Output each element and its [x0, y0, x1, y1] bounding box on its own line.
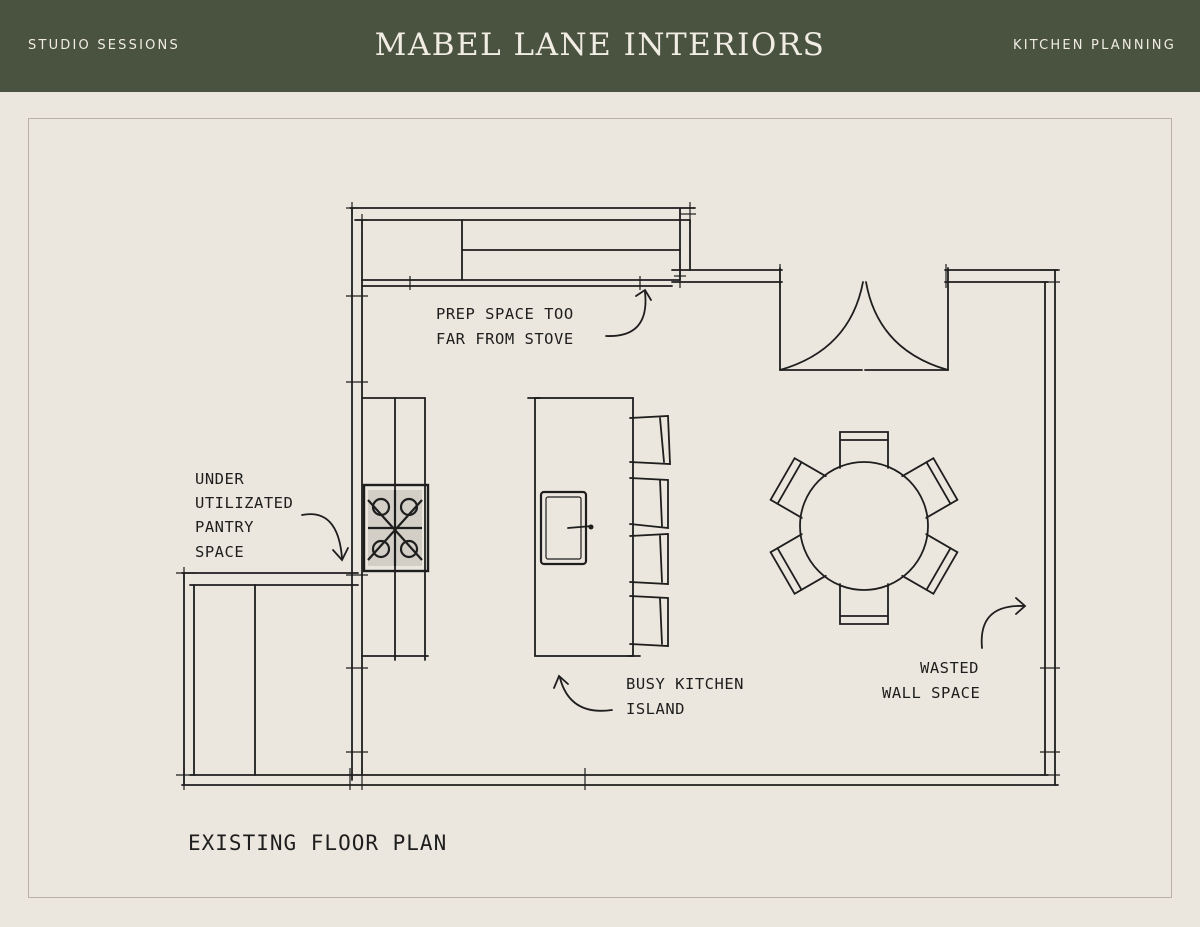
double-door — [779, 281, 949, 371]
kitchen-planning-label: KITCHEN PLANNING — [1012, 38, 1176, 53]
svg-text:UNDER: UNDER — [195, 470, 244, 488]
dimension-ticks — [176, 202, 1060, 790]
svg-text:BUSY KITCHEN: BUSY KITCHEN — [626, 675, 744, 693]
prep-arrow — [605, 291, 647, 337]
studio-sessions-label: STUDIO SESSIONS — [28, 38, 180, 53]
pantry-arrow — [301, 513, 343, 559]
note-island: BUSY KITCHEN ISLAND — [626, 675, 744, 718]
svg-text:WALL SPACE: WALL SPACE — [882, 684, 980, 702]
top-counter — [361, 219, 681, 287]
dining-chairs — [769, 431, 959, 625]
svg-text:WASTED: WASTED — [920, 659, 979, 677]
plan-caption: EXISTING FLOOR PLAN — [188, 831, 447, 855]
wall-arrow — [980, 605, 1025, 649]
note-prep: PREP SPACE TOO FAR FROM STOVE — [436, 305, 574, 348]
svg-text:PANTRY: PANTRY — [195, 518, 254, 536]
svg-text:PREP SPACE TOO: PREP SPACE TOO — [436, 305, 574, 323]
island-sink — [539, 490, 594, 566]
note-wall: WASTED WALL SPACE — [882, 659, 980, 702]
svg-text:FAR FROM STOVE: FAR FROM STOVE — [436, 330, 574, 348]
bar-stools — [629, 415, 671, 647]
svg-text:SPACE: SPACE — [195, 543, 244, 561]
plan-frame — [28, 118, 1172, 898]
dining-table — [799, 461, 929, 591]
island-arrow — [559, 677, 613, 712]
note-pantry: UNDER UTILIZATED PANTRY SPACE — [195, 470, 293, 561]
svg-text:ISLAND: ISLAND — [626, 700, 685, 718]
kitchen-island — [527, 397, 641, 657]
svg-text:UTILIZATED: UTILIZATED — [195, 494, 293, 512]
range-stove — [362, 483, 430, 573]
header-bar: STUDIO SESSIONS MABEL LANE INTERIORS KIT… — [0, 0, 1200, 92]
annotation-arrows — [301, 288, 1027, 712]
brand-title: MABEL LANE INTERIORS — [374, 27, 826, 63]
